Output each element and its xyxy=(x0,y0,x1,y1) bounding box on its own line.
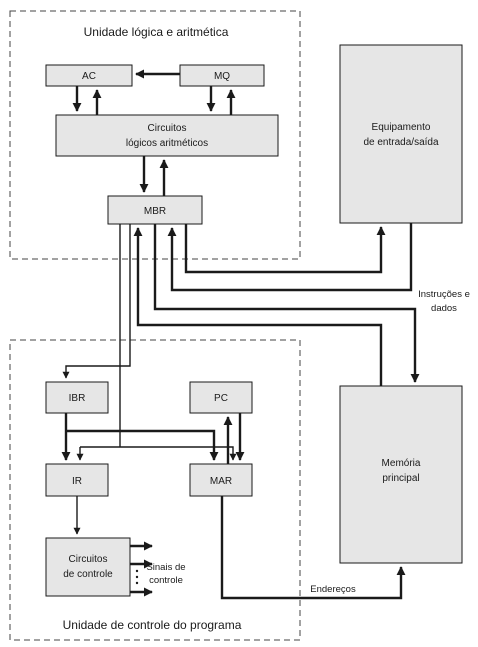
mbr-to-memory-bus xyxy=(153,224,420,383)
ibr-to-mar-arrow xyxy=(66,429,219,461)
ellipsis-dot xyxy=(135,575,139,579)
memory-label-line2: principal xyxy=(382,473,419,484)
mbr-to-mar-wire xyxy=(80,446,237,461)
mq-box xyxy=(179,64,265,87)
pc-box xyxy=(189,381,253,414)
io-to-mbr-bus xyxy=(167,223,413,292)
memory-label-line1: Memória xyxy=(382,458,421,469)
control-circuits-box xyxy=(45,537,131,597)
ac-box xyxy=(45,64,133,87)
io-label-line1: Equipamento xyxy=(372,122,431,133)
mbr-to-io-bus xyxy=(184,224,386,274)
memory-to-mbr-bus xyxy=(133,227,383,386)
alu-title: Unidade lógica e aritmética xyxy=(84,25,229,39)
alc-label-line2: lógicos aritméticos xyxy=(126,138,208,149)
control-signals-label-line2: controle xyxy=(149,575,183,586)
ellipsis-dot xyxy=(135,581,139,585)
ibr-label: IBR xyxy=(69,393,86,404)
arithmetic-logic-circuits-box xyxy=(55,114,279,157)
ellipsis-dot xyxy=(135,569,139,573)
instructions-label-line2: dados xyxy=(431,303,457,314)
mq-label: MQ xyxy=(214,71,230,82)
cc-label-line2: de controle xyxy=(63,569,113,580)
addresses-label: Endereços xyxy=(310,584,356,595)
mbr-label: MBR xyxy=(144,206,166,217)
mar-box xyxy=(189,463,253,497)
control-signals-label-line1: Sinais de xyxy=(146,562,185,573)
mar-label: MAR xyxy=(210,476,232,487)
main-memory-box xyxy=(339,385,463,564)
pc-label: PC xyxy=(214,393,228,404)
ibr-box xyxy=(45,381,109,414)
cc-label-line1: Circuitos xyxy=(69,554,108,565)
ac-label: AC xyxy=(82,71,96,82)
io-label-line2: de entrada/saída xyxy=(363,137,438,148)
mar-to-memory-bus xyxy=(220,496,406,600)
program-control-unit-region xyxy=(9,339,301,641)
instructions-label-line1: Instruções e xyxy=(418,289,470,300)
mbr-to-ibr-wire xyxy=(62,224,131,379)
pcu-title: Unidade de controle do programa xyxy=(63,618,242,632)
alc-label-line1: Circuitos xyxy=(148,123,187,134)
io-equipment-box xyxy=(339,44,463,224)
ir-label: IR xyxy=(72,476,82,487)
